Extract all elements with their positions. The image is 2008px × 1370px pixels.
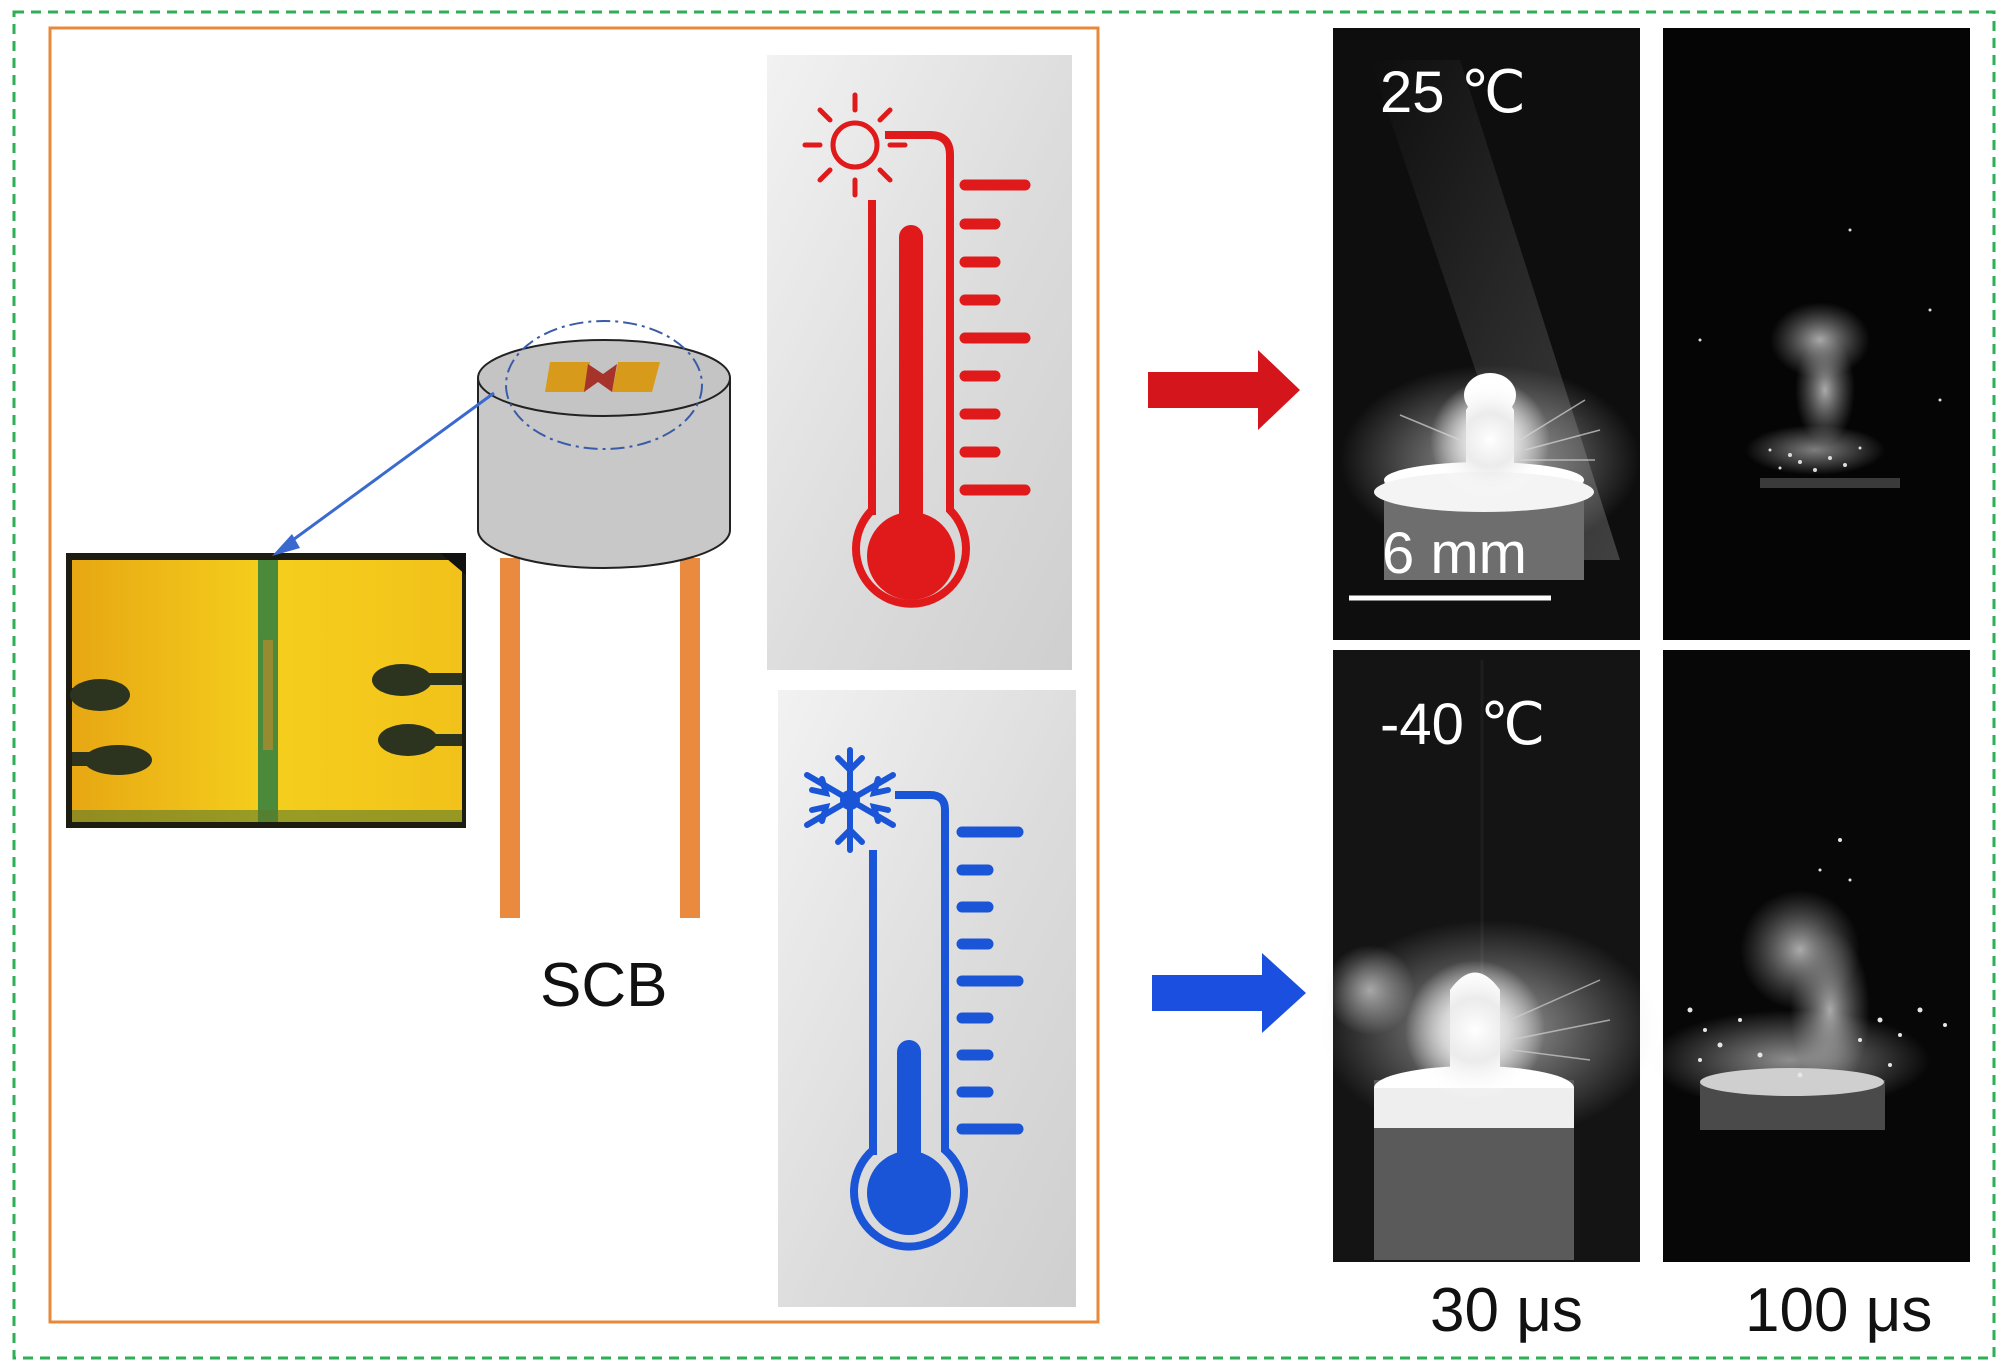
photo-cold-30us xyxy=(1320,650,1660,1262)
outer-frame xyxy=(12,10,1996,1360)
scb-label: SCB xyxy=(540,951,668,1020)
time-label-100us: 100 μs xyxy=(1745,1276,1933,1345)
cold-thermometer-panel xyxy=(778,690,1076,1307)
scb-device xyxy=(477,320,731,918)
temperature-label-cold: -40 ℃ xyxy=(1380,692,1546,757)
bridge-highlight-circle xyxy=(505,320,703,450)
photo-hot-30us xyxy=(1333,28,1640,640)
hot-thermometer-icon xyxy=(852,131,1031,608)
cold-result-arrow xyxy=(1152,953,1306,1033)
chip-micrograph xyxy=(66,553,466,828)
temperature-label-hot: 25 ℃ xyxy=(1380,60,1526,125)
scb-lead-right xyxy=(680,558,700,918)
scb-lead-left xyxy=(500,558,520,918)
photo-cold-100us xyxy=(1650,650,1970,1262)
time-label-30us: 30 μs xyxy=(1430,1276,1583,1345)
sun-icon xyxy=(802,92,908,198)
photo-hot-100us xyxy=(1663,28,1970,640)
bridge-pad-right xyxy=(612,362,660,392)
hot-result-arrow xyxy=(1148,350,1300,430)
zoom-pointer-arrow xyxy=(272,391,495,556)
hot-thermometer-panel xyxy=(767,55,1072,670)
snowflake-icon xyxy=(804,747,896,853)
scale-bar-label: 6 mm xyxy=(1382,521,1527,586)
bridge-pad-left xyxy=(545,362,590,392)
bridge-neck xyxy=(584,364,617,392)
inner-frame xyxy=(48,26,1100,1324)
cold-thermometer-icon xyxy=(850,791,1024,1251)
